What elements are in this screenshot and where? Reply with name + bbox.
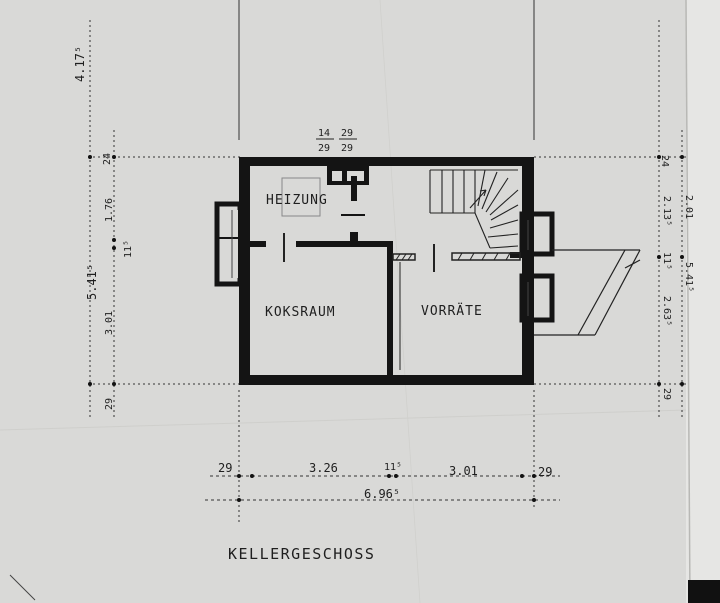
dim-left-301: 3.01 <box>104 311 115 335</box>
dim-chimney-b: 29 <box>318 143 330 154</box>
room-label-vorraete: VORRÄTE <box>421 303 483 319</box>
dim-right-29: 29 <box>661 388 672 400</box>
boiler <box>281 177 321 217</box>
exterior-stair-ramp <box>534 249 641 336</box>
dimension-dots <box>88 155 684 502</box>
dim-right-213: 2.13⁵ <box>661 196 672 226</box>
chimney <box>327 166 369 242</box>
left-window-well <box>214 201 243 287</box>
paper-fold-line <box>685 0 691 603</box>
paper-crease <box>0 409 687 431</box>
dim-right-24: 24 <box>659 155 670 167</box>
dim-left-outer-total: 5.41⁵ <box>85 264 99 300</box>
dim-right-541: 5.41⁵ <box>683 262 694 292</box>
dim-bottom-29-right: 29 <box>538 465 552 479</box>
interior-staircase <box>429 169 519 249</box>
room-label-koksraum: KOKSRAUM <box>265 305 336 320</box>
interior-walls <box>250 241 522 375</box>
dim-left-24: 24 <box>102 153 113 165</box>
dim-bottom-301: 3.01 <box>449 464 478 478</box>
dim-right-201: 2.01 <box>683 195 694 219</box>
dim-chimney-d: 29 <box>341 143 353 154</box>
dim-right-11: 11⁵ <box>661 252 672 270</box>
door-jambs <box>283 233 435 370</box>
dim-left-29: 29 <box>104 398 115 410</box>
dim-right-263: 2.63⁵ <box>661 296 672 326</box>
dim-left-11: 11⁵ <box>123 240 134 258</box>
corner-mark <box>9 574 36 601</box>
dim-bottom-326: 3.26 <box>309 461 338 475</box>
corner-shadow <box>688 580 720 603</box>
dim-left-176: 1.76 <box>104 198 115 222</box>
dim-bottom-total: 6.96⁵ <box>364 487 400 501</box>
dim-chimney-a: 14 <box>318 128 330 139</box>
dim-bottom-29-left: 29 <box>218 461 232 475</box>
dim-chimney-c: 29 <box>341 128 353 139</box>
dim-left-top-total: 4.17⁵ <box>73 46 87 82</box>
dim-bottom-115: 11⁵ <box>384 462 402 473</box>
sheet-title: KELLERGESCHOSS <box>228 545 375 563</box>
reference-lines <box>88 0 686 525</box>
right-window-wells <box>519 211 555 323</box>
paper-right-edge <box>686 0 720 603</box>
hatched-lintels <box>392 252 521 261</box>
room-label-heizung: HEIZUNG <box>266 193 328 208</box>
